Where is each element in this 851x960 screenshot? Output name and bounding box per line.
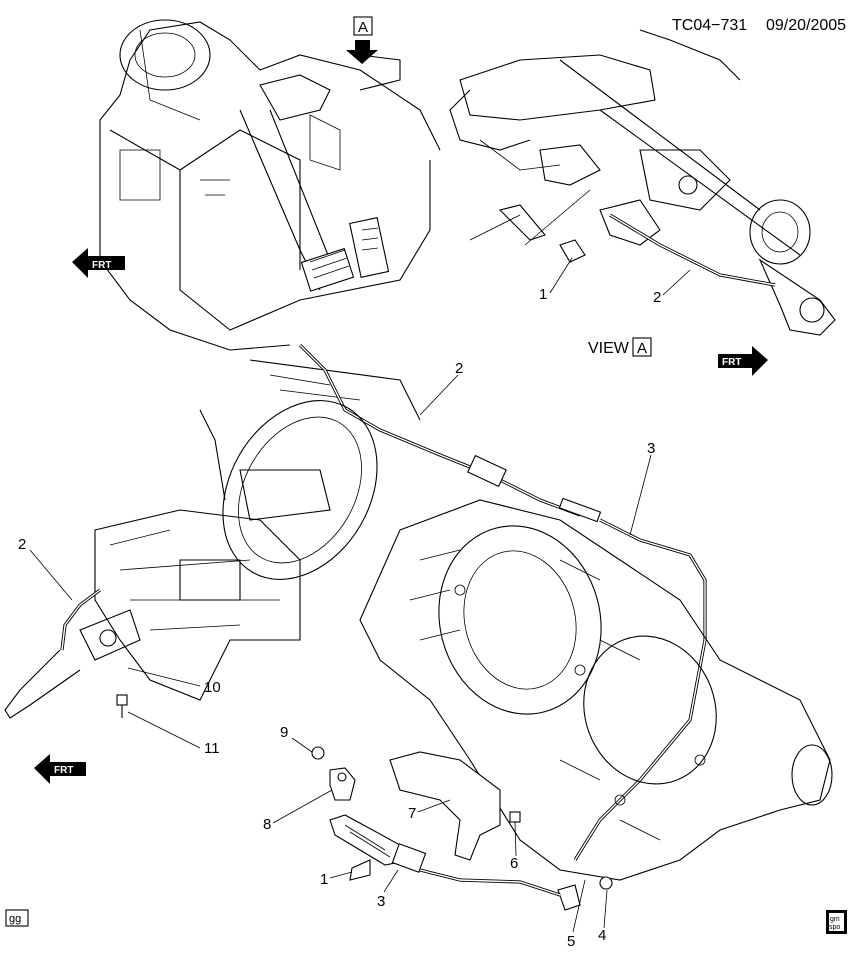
svg-text:FRT: FRT xyxy=(92,260,111,271)
callout-4: 4 xyxy=(598,927,606,944)
view-a-label: VIEW A xyxy=(588,337,652,357)
callout-10: 10 xyxy=(204,679,221,696)
view-a-arrow: A xyxy=(346,16,378,64)
front-arrow-icon: FRT xyxy=(34,754,86,784)
svg-text:gm: gm xyxy=(830,916,840,923)
drawing-code: TC04−731 xyxy=(672,17,747,34)
svg-text:A: A xyxy=(358,19,368,36)
callout-8: 8 xyxy=(263,816,271,833)
callout-3: 3 xyxy=(647,440,655,457)
svg-text:FRT: FRT xyxy=(722,357,741,368)
callout-7: 7 xyxy=(408,805,416,822)
callout-2: 2 xyxy=(455,360,463,377)
svg-text:VIEW: VIEW xyxy=(588,340,630,357)
svg-text:FRT: FRT xyxy=(54,765,73,776)
callout-1: 1 xyxy=(320,871,328,888)
shift-cable-connector xyxy=(467,454,602,523)
gm-spo-logo: gm spo xyxy=(826,910,847,934)
svg-text:gg: gg xyxy=(9,913,21,925)
bolt-11 xyxy=(116,694,128,718)
transmission-assembly xyxy=(359,499,833,881)
steering-column-assembly xyxy=(4,400,378,719)
callout-11: 11 xyxy=(204,740,220,757)
callout-numbers: 1 2 2 3 2 10 11 9 8 7 6 1 3 5 4 xyxy=(18,286,661,950)
drawing-date: 09/20/2005 xyxy=(766,17,846,34)
callout-leaders xyxy=(29,257,691,933)
svg-text:A: A xyxy=(637,340,647,357)
shift-lever-bracket xyxy=(311,746,613,911)
callout-9: 9 xyxy=(280,724,288,741)
callout-1: 1 xyxy=(539,286,547,303)
callout-3: 3 xyxy=(377,893,385,910)
front-arrow-icon: FRT xyxy=(72,248,125,278)
callout-2: 2 xyxy=(18,536,26,553)
front-arrow-icon: FRT xyxy=(718,346,768,376)
steering-column-view-a xyxy=(449,29,836,336)
callout-2: 2 xyxy=(653,289,661,306)
cab-interior-illustration xyxy=(99,19,441,421)
callout-6: 6 xyxy=(510,855,518,872)
svg-text:spo: spo xyxy=(829,924,840,931)
footer-tag: gg xyxy=(5,909,29,927)
callout-5: 5 xyxy=(567,933,575,950)
